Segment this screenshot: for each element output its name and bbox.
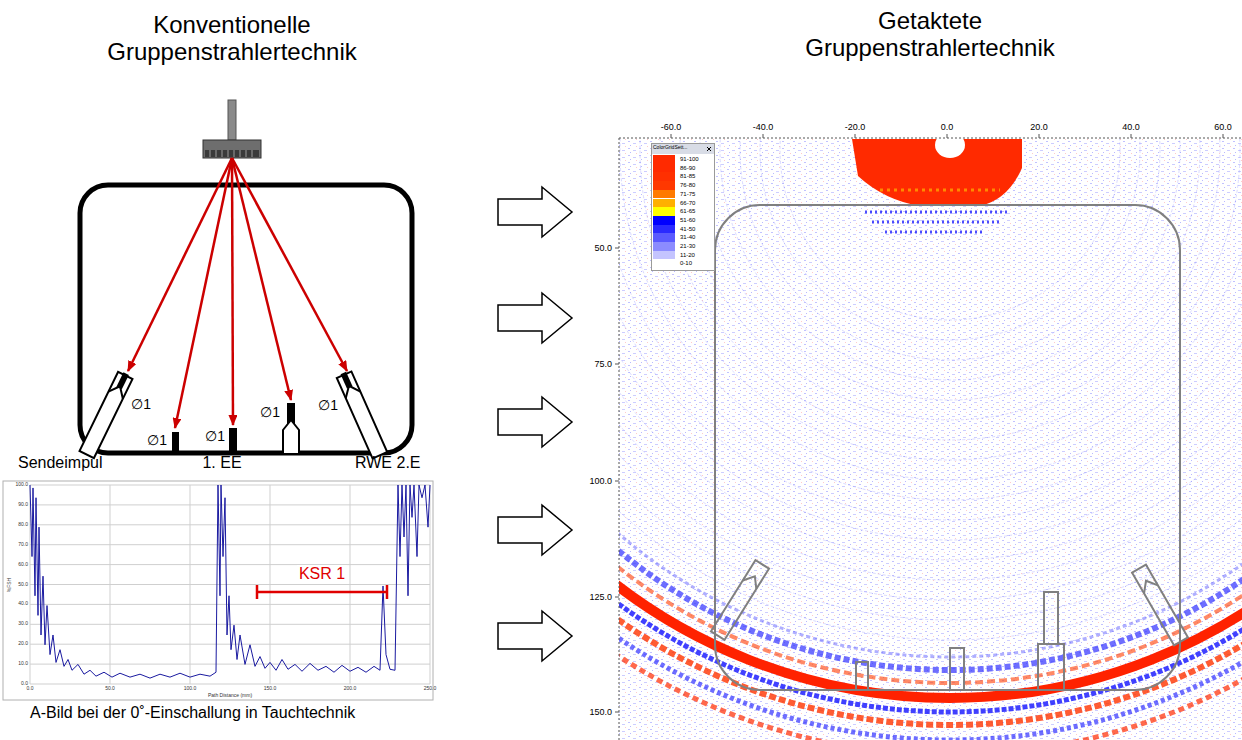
axis-tick: 50.0 <box>105 686 115 692</box>
legend-swatch <box>653 199 675 208</box>
sound-beam <box>128 158 347 428</box>
axis-tick: 80.0 <box>18 522 28 528</box>
hole-diameter: ∅1 <box>318 398 338 414</box>
caption: A-Bild bei der 0˚-Einschallung in Taucht… <box>30 704 355 722</box>
axis-tick: 75.0 <box>594 359 612 369</box>
signal-name: RWE 2.E <box>355 454 421 472</box>
legend-swatch <box>653 164 675 173</box>
block-contour <box>715 205 1180 690</box>
axis-tick: -20.0 <box>845 122 866 132</box>
legend-swatch <box>653 155 675 164</box>
legend-text: 41-50 <box>680 225 695 234</box>
hole-diameter: ∅1 <box>205 429 225 445</box>
legend-text: 21-30 <box>680 242 695 251</box>
axis-tick: 60.0 <box>18 562 28 568</box>
legend-swatch <box>653 225 675 234</box>
surface-echo <box>852 139 1022 232</box>
legend-swatch <box>653 251 675 260</box>
section-title: Getaktete Gruppenstrahlertechnik <box>780 8 1080 62</box>
axis-tick: 150.0 <box>264 686 277 692</box>
signal-name: Sendeimpul <box>18 454 103 472</box>
axis-tick: 20.0 <box>18 641 28 647</box>
axis-tick: 60.0 <box>1214 122 1232 132</box>
hole-diameter: ∅1 <box>147 433 167 449</box>
ksr-range-bar <box>257 585 387 599</box>
legend-text: 81-85 <box>680 172 695 181</box>
reflector-contours <box>711 560 1188 690</box>
hole-diameter: ∅1 <box>131 397 151 413</box>
axis-title: Path Distance (mm) <box>208 693 252 699</box>
legend-title: ColorGridSett... <box>653 145 687 151</box>
axis-tick: 100.0 <box>589 476 612 486</box>
hole-diameter: ∅1 <box>260 405 280 421</box>
legend-text: 61-65 <box>680 207 695 216</box>
a-scan-chart <box>3 481 433 700</box>
probe <box>203 100 261 158</box>
axis-tick: 50.0 <box>594 243 612 253</box>
axis-tick: 20.0 <box>1030 122 1048 132</box>
axis-tick: 40.0 <box>1122 122 1140 132</box>
legend-swatch <box>653 242 675 251</box>
axis-tick: 200.0 <box>344 686 357 692</box>
tfm-image <box>619 139 1242 740</box>
legend-swatch <box>653 216 675 225</box>
axis-tick: 40.0 <box>18 602 28 608</box>
legend-text: 31-40 <box>680 233 695 242</box>
legend-text: 0-10 <box>680 259 692 268</box>
legend-text: 66-70 <box>680 199 695 208</box>
legend-swatch <box>653 233 675 242</box>
axis-tick: 100.0 <box>184 686 197 692</box>
axis-tick: 30.0 <box>18 622 28 628</box>
axis-tick: 70.0 <box>18 542 28 548</box>
axis-tick: -40.0 <box>753 122 774 132</box>
range-label: KSR 1 <box>297 565 347 583</box>
axis-tick: 0.0 <box>27 686 34 692</box>
legend-text: 76-80 <box>680 181 695 190</box>
legend-swatch <box>653 259 675 268</box>
legend-swatch <box>653 172 675 181</box>
axis-line <box>619 138 1242 740</box>
legend-text: 86-90 <box>680 164 695 173</box>
axis-tick: 100.0 <box>15 482 28 488</box>
axis-tick: 0.0 <box>941 122 954 132</box>
legend-text: 11-20 <box>680 251 695 260</box>
axis-title: %FSH <box>7 578 13 592</box>
signal-name: 1. EE <box>202 454 241 472</box>
axis-tick: 10.0 <box>18 661 28 667</box>
transition-arrows <box>498 187 572 661</box>
legend-text: 71-75 <box>680 190 695 199</box>
axis-tick: 90.0 <box>18 502 28 508</box>
axis-tick: 250.0 <box>424 686 437 692</box>
legend-text: 51-60 <box>680 216 695 225</box>
axis-tick: 50.0 <box>18 582 28 588</box>
axis-tick: 125.0 <box>589 592 612 602</box>
axis-ticks <box>615 134 1223 712</box>
section-title: Konventionelle Gruppenstrahlertechnik <box>82 12 382 66</box>
legend-swatch <box>653 190 675 199</box>
legend-text: 91-100 <box>680 155 699 164</box>
axis-tick: 150.0 <box>589 707 612 717</box>
legend-swatch <box>653 181 675 190</box>
legend-swatch <box>653 207 675 216</box>
axis-tick: -60.0 <box>661 122 682 132</box>
